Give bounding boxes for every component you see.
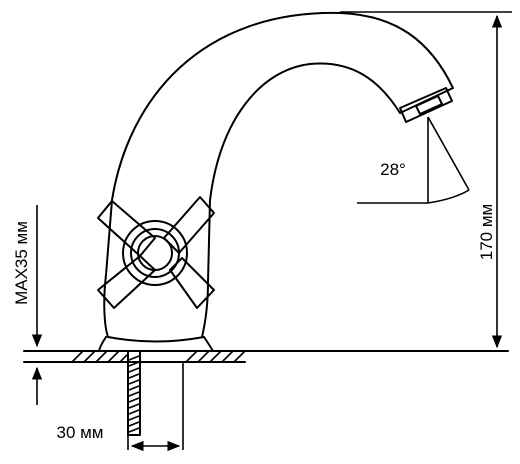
threaded-stud bbox=[127, 350, 141, 436]
angle-label: 28° bbox=[380, 160, 406, 179]
max-thickness-label: MAX35 мм bbox=[12, 221, 31, 305]
thread-width-label: 30 мм bbox=[56, 423, 103, 442]
width-dimension bbox=[127, 362, 184, 452]
cross-handle bbox=[97, 196, 215, 309]
height-dimension bbox=[340, 11, 512, 349]
angle-dimension bbox=[357, 116, 470, 204]
countertop bbox=[23, 350, 509, 363]
faucet-body bbox=[98, 11, 454, 352]
aerator bbox=[399, 87, 453, 123]
height-label: 170 мм bbox=[477, 204, 496, 260]
